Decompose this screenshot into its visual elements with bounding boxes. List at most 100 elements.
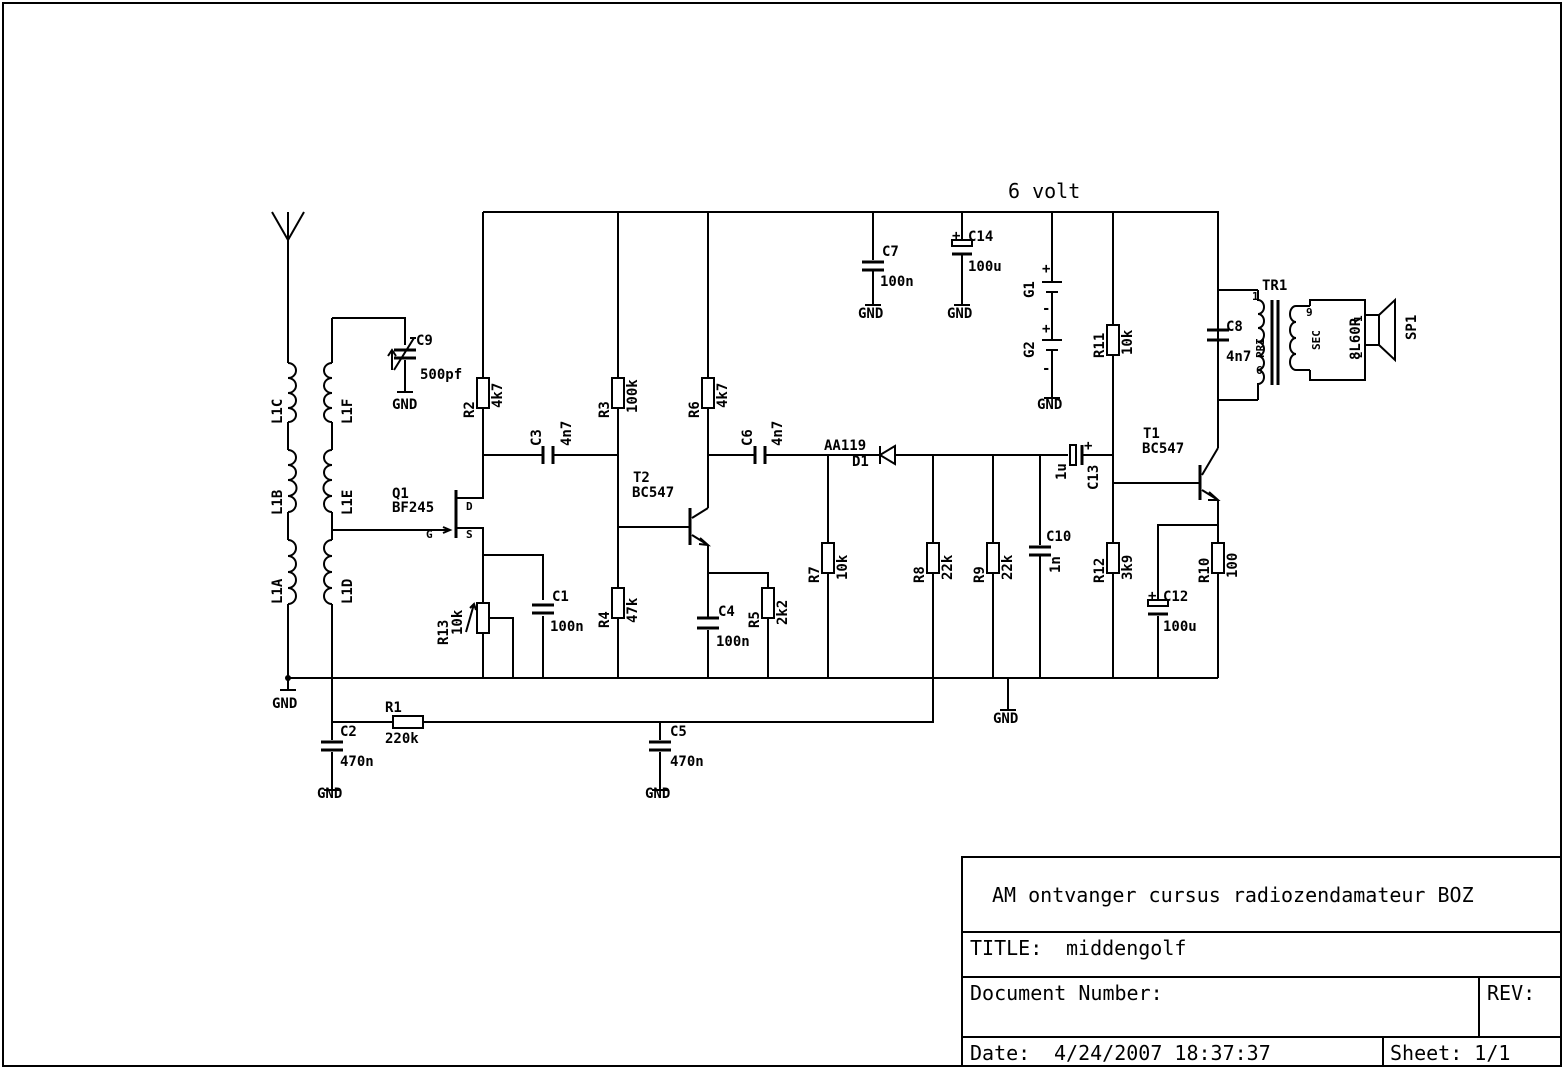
l1b-label: L1B bbox=[270, 490, 286, 515]
c4-ref: C4 bbox=[718, 604, 735, 620]
ground-icons bbox=[280, 304, 1060, 791]
c13-ref: C13 bbox=[1086, 465, 1102, 490]
t1-value: BC547 bbox=[1142, 441, 1184, 457]
tr1-pin6: 6 bbox=[1256, 364, 1263, 377]
g2-plus: + bbox=[1042, 321, 1050, 337]
c4-value: 100n bbox=[716, 634, 750, 650]
r2-ref: R2 bbox=[462, 401, 478, 418]
c5-ref: C5 bbox=[670, 724, 687, 740]
g1-plus: + bbox=[1042, 261, 1050, 277]
q1-pin-s: S bbox=[466, 528, 473, 541]
capacitor-icons bbox=[321, 239, 1229, 752]
gnd-label: GND bbox=[272, 696, 297, 712]
c12-value: 100u bbox=[1163, 619, 1197, 635]
title-value: middengolf bbox=[1066, 936, 1186, 960]
t1-ref: T1 bbox=[1143, 426, 1160, 442]
title-block: AM ontvanger cursus radiozendamateur BOZ… bbox=[961, 856, 1562, 1067]
c8-value: 4n7 bbox=[1226, 349, 1251, 365]
r11-value: 10k bbox=[1120, 329, 1136, 355]
tr1-pin1b: 1 bbox=[1352, 315, 1365, 322]
resistor-icons bbox=[392, 324, 1225, 729]
r12-ref: R12 bbox=[1092, 558, 1108, 583]
r3-ref: R3 bbox=[597, 401, 613, 418]
d1-ref: D1 bbox=[852, 454, 869, 470]
jfet-icon bbox=[440, 490, 458, 538]
tr1-pin9: 9 bbox=[1306, 306, 1313, 319]
antenna-icon bbox=[271, 211, 305, 243]
tr1-ref: TR1 bbox=[1262, 278, 1287, 294]
l1c-label: L1C bbox=[270, 399, 286, 424]
c7-value: 100n bbox=[880, 274, 914, 290]
transformer-icon bbox=[1257, 290, 1310, 400]
c1-value: 100n bbox=[550, 619, 584, 635]
inductor-icon bbox=[287, 362, 333, 605]
q1-pin-d: D bbox=[466, 500, 473, 513]
r4-ref: R4 bbox=[597, 611, 613, 628]
q1-ref: Q1 bbox=[392, 486, 409, 502]
npn-transistor-icon bbox=[688, 507, 712, 547]
g1-minus: - bbox=[1042, 301, 1050, 317]
l1a-label: L1A bbox=[270, 578, 286, 604]
supply-label: 6 volt bbox=[1008, 179, 1080, 203]
r2-value: 4k7 bbox=[490, 383, 506, 408]
c10-ref: C10 bbox=[1046, 529, 1071, 545]
g2-minus: - bbox=[1042, 361, 1050, 377]
c13-plus: + bbox=[1084, 438, 1092, 454]
ground-labels: GND GND GND GND GND GND GND GND bbox=[272, 306, 1062, 802]
gnd-label: GND bbox=[947, 306, 972, 322]
r11-ref: R11 bbox=[1092, 333, 1108, 358]
tr1-sec: SEC bbox=[1310, 330, 1323, 350]
c10-value: 1n bbox=[1048, 556, 1064, 573]
gnd-label: GND bbox=[993, 711, 1018, 727]
diode-icon bbox=[878, 444, 896, 466]
r3-value: 100k bbox=[625, 379, 641, 413]
r10-value: 100 bbox=[1225, 553, 1241, 578]
q1-value: BF245 bbox=[392, 500, 434, 516]
r7-value: 10k bbox=[835, 554, 851, 580]
date-value: 4/24/2007 18:37:37 bbox=[1054, 1041, 1271, 1065]
l1f-label: L1F bbox=[340, 399, 356, 424]
gnd-label: GND bbox=[317, 786, 342, 802]
t2-ref: T2 bbox=[633, 470, 650, 486]
gnd-label: GND bbox=[858, 306, 883, 322]
c14-ref: C14 bbox=[968, 229, 993, 245]
r1-ref: R1 bbox=[385, 700, 402, 716]
c5-value: 470n bbox=[670, 754, 704, 770]
c1-ref: C1 bbox=[552, 589, 569, 605]
r5-ref: R5 bbox=[747, 611, 763, 628]
npn-transistor-icon bbox=[1198, 447, 1221, 501]
c14-value: 100u bbox=[968, 259, 1002, 275]
tr1-pri: PRI bbox=[1254, 338, 1267, 358]
sheet-label: Sheet: 1/1 bbox=[1390, 1041, 1510, 1065]
g2-label: G2 bbox=[1022, 341, 1038, 358]
r6-ref: R6 bbox=[687, 401, 703, 418]
c6-value: 4n7 bbox=[770, 421, 786, 446]
speaker-icon bbox=[1364, 297, 1396, 363]
c12-ref: C12 bbox=[1163, 589, 1188, 605]
c13-value: 1u bbox=[1054, 463, 1070, 480]
r9-value: 22k bbox=[1000, 554, 1016, 580]
tr1-pin2: 2 bbox=[1352, 351, 1365, 358]
gnd-label: GND bbox=[1037, 397, 1062, 413]
variable-capacitor-icon bbox=[387, 337, 416, 371]
c3-value: 4n7 bbox=[559, 421, 575, 446]
r6-value: 4k7 bbox=[715, 383, 731, 408]
c2-ref: C2 bbox=[340, 724, 357, 740]
date-label: Date: bbox=[970, 1041, 1030, 1065]
r1-value: 220k bbox=[385, 731, 419, 747]
l1d-label: L1D bbox=[340, 579, 356, 604]
r7-ref: R7 bbox=[807, 566, 823, 583]
d1-value: AA119 bbox=[824, 438, 866, 454]
c12-plus: + bbox=[1148, 588, 1156, 604]
c3-ref: C3 bbox=[529, 429, 545, 446]
r8-value: 22k bbox=[940, 554, 956, 580]
battery-icon bbox=[1042, 281, 1062, 351]
c7-ref: C7 bbox=[882, 244, 899, 260]
c9-ref: C9 bbox=[416, 333, 433, 349]
docnum-label: Document Number: bbox=[970, 981, 1163, 1005]
rev-label: REV: bbox=[1487, 981, 1535, 1005]
r13-ref: R13 bbox=[436, 620, 452, 645]
l1e-label: L1E bbox=[340, 490, 356, 515]
